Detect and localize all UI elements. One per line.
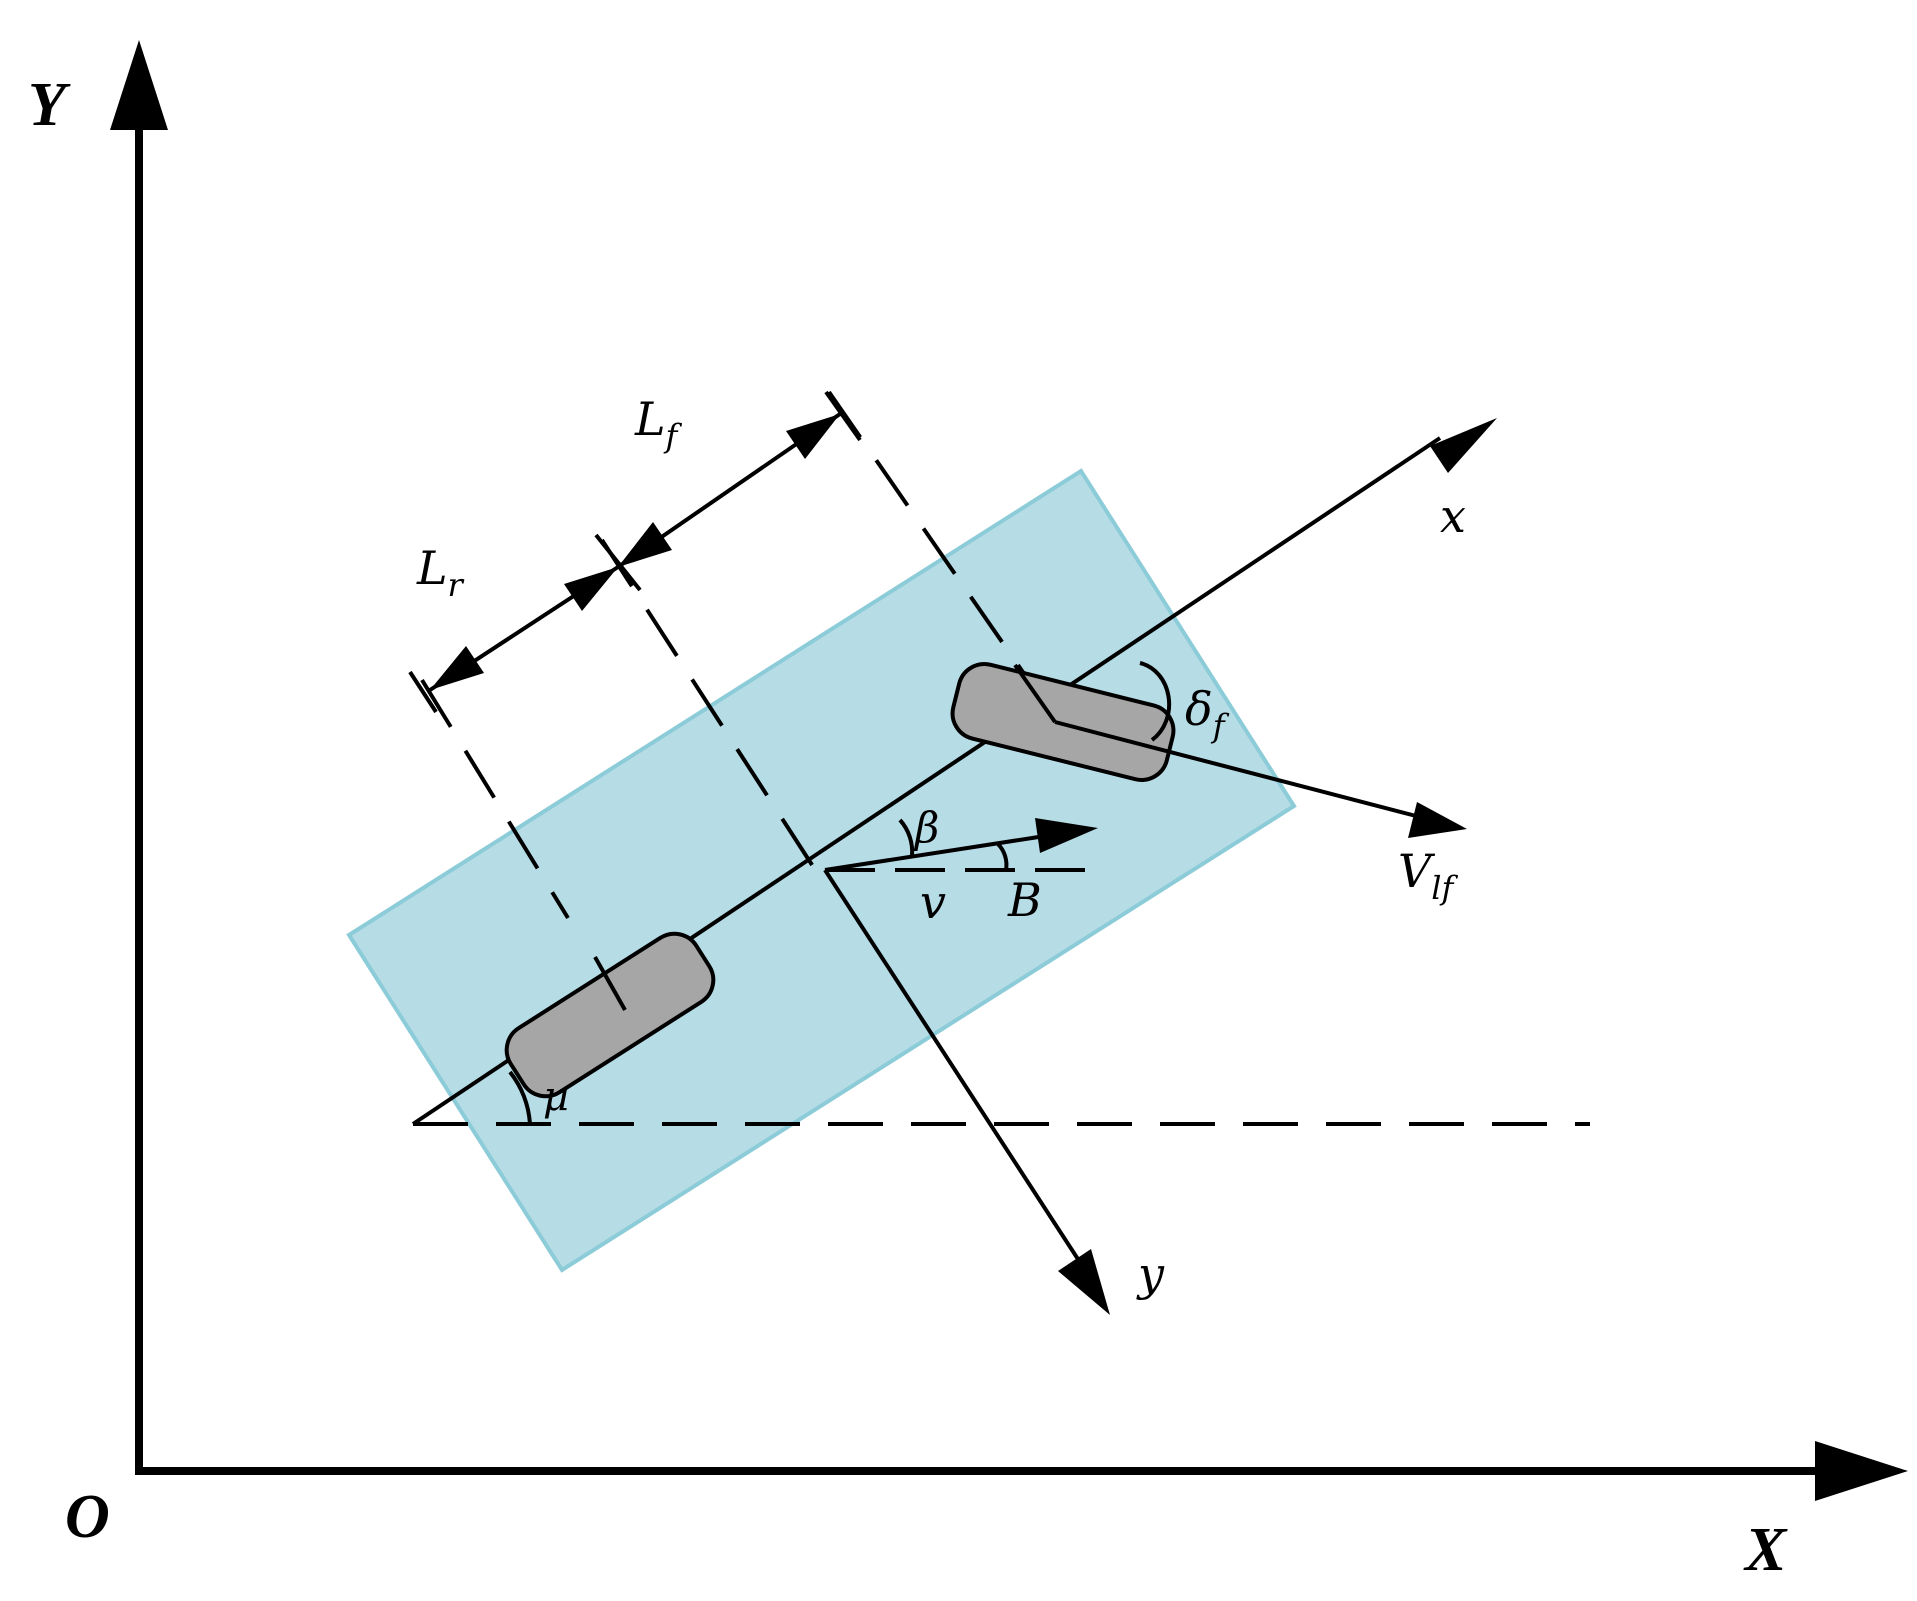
body-y-axis-line (823, 868, 1087, 1272)
yaw-angle-label: μ (543, 1074, 569, 1120)
body-x-axis-label: x (1440, 489, 1466, 543)
slip-angle-label: β (913, 803, 939, 852)
origin-label: O (65, 1483, 110, 1551)
front-wheel-axle-mark (1013, 663, 1057, 724)
velocity-arrowhead (1035, 818, 1098, 853)
body-x-axis-arrowhead (1430, 418, 1497, 473)
global-y-axis-arrowhead (110, 40, 168, 130)
body-y-axis-label: y (1136, 1247, 1165, 1301)
global-x-axis-label: X (1743, 1516, 1788, 1584)
rear-wheel (504, 931, 716, 1099)
front-velocity-label: Vlf (1398, 844, 1458, 907)
velocity-label: v (920, 875, 946, 929)
front-axle-dashed-line (827, 390, 1056, 719)
front-wheel (950, 662, 1176, 782)
yaw-angle-arc (508, 1070, 532, 1125)
point-b-label: B (1007, 873, 1042, 927)
velocity-line (824, 834, 1046, 872)
body-y-axis-arrowhead (1058, 1249, 1110, 1315)
rear-length-label: Lr (416, 541, 465, 604)
global-x-axis-arrowhead (1815, 1441, 1908, 1501)
front-velocity-arrowhead (1408, 802, 1467, 838)
slip-angle-arc (898, 818, 915, 857)
front-length-arrowhead-right (786, 414, 840, 459)
rear-length-arrowhead-left (430, 646, 484, 690)
vehicle-body (346, 468, 1297, 1273)
cg-dashed-line (600, 538, 827, 887)
rear-length-tick-mid (594, 533, 642, 592)
front-length-arrowhead-left (618, 522, 672, 567)
front-length-tick-right (824, 390, 862, 442)
rear-length-arrowhead-right (564, 567, 618, 611)
front-velocity-line (1054, 720, 1421, 819)
front-length-label: Lf (634, 392, 683, 455)
rear-axle-dashed-line (420, 678, 570, 920)
rear-wheel-axle-mark (593, 956, 627, 1011)
steering-angle-arc (1139, 661, 1172, 742)
rear-length-tick-left (408, 670, 438, 714)
velocity-heading-arc (996, 842, 1009, 871)
global-y-axis-label: Y (28, 71, 71, 139)
